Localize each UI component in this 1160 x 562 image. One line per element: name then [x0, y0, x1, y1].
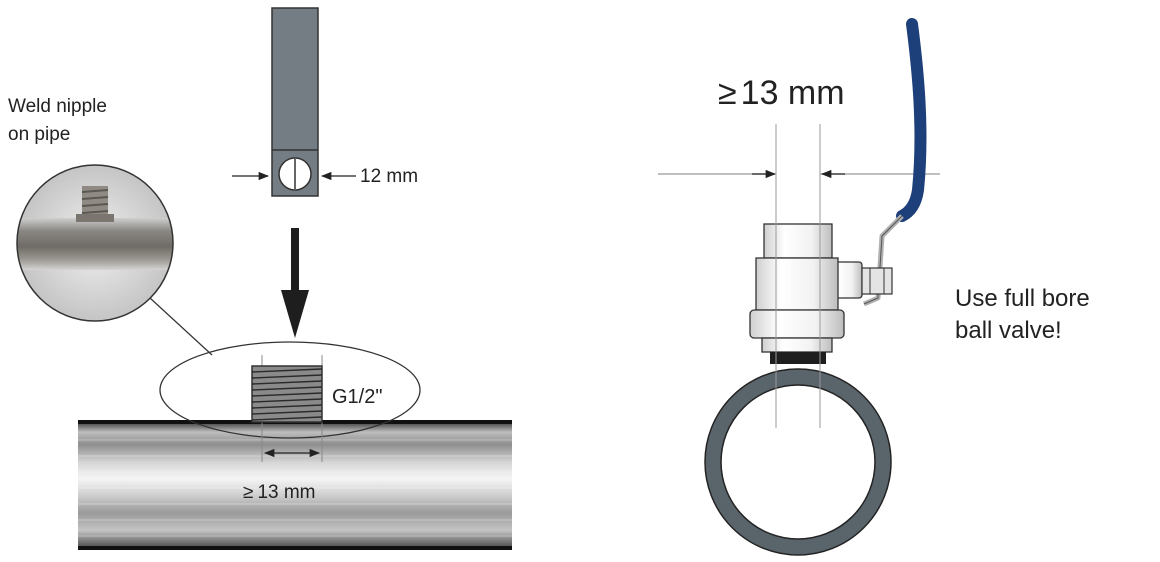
weld-nipple: [251, 365, 323, 423]
photo-leader-line: [149, 297, 213, 356]
ball-valve-body: [749, 223, 845, 364]
valve-note-line1: Use full bore: [955, 285, 1090, 312]
geq-symbol-right: ≥: [718, 74, 737, 112]
valve-handle: [863, 18, 927, 307]
weld-nipple-photo: [16, 164, 174, 322]
bore-left-value: 13 mm: [257, 482, 315, 503]
geq-symbol-left: ≥: [243, 482, 253, 503]
valve-note-line2: ball valve!: [955, 317, 1062, 344]
probe-width-label: 12 mm: [360, 166, 418, 187]
pipe-cross-section: [704, 368, 892, 556]
down-arrow-icon: [281, 228, 309, 338]
horizontal-pipe: [78, 420, 512, 550]
probe: [271, 7, 319, 197]
bore-right-label: ≥13 mm: [718, 74, 845, 112]
nipple-highlight-ellipse: [159, 341, 421, 439]
bore-right-value: 13 mm: [741, 74, 845, 112]
weld-label-line2: on pipe: [8, 124, 70, 145]
bore-left-label: ≥13 mm: [243, 482, 316, 503]
thread-size-label: G1/2": [332, 386, 382, 408]
weld-label-line1: Weld nipple: [8, 96, 107, 117]
